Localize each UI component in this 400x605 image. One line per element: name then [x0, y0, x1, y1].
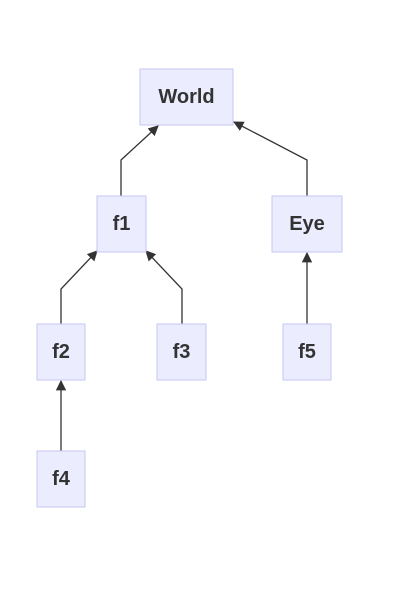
- edge-f1-to-world: [120, 125, 159, 196]
- node-f1-label: f1: [113, 213, 131, 235]
- node-f5-label: f5: [298, 341, 316, 363]
- node-eye-label: Eye: [289, 213, 325, 235]
- node-f3[interactable]: f3: [156, 323, 207, 381]
- node-f2[interactable]: f2: [36, 323, 86, 381]
- node-eye[interactable]: Eye: [271, 195, 343, 253]
- node-f3-label: f3: [173, 341, 191, 363]
- edge-f2-to-f1: [60, 250, 98, 324]
- edge-eye-to-world: [233, 121, 308, 196]
- node-f4-label: f4: [52, 468, 71, 490]
- edges-group: [55, 121, 313, 451]
- node-world-label: World: [158, 86, 214, 108]
- node-f2-label: f2: [52, 341, 70, 363]
- node-f4[interactable]: f4: [36, 450, 86, 508]
- node-f5[interactable]: f5: [282, 323, 332, 381]
- node-f1[interactable]: f1: [96, 195, 147, 253]
- node-world[interactable]: World: [139, 68, 234, 126]
- edge-f3-to-f1: [145, 250, 183, 324]
